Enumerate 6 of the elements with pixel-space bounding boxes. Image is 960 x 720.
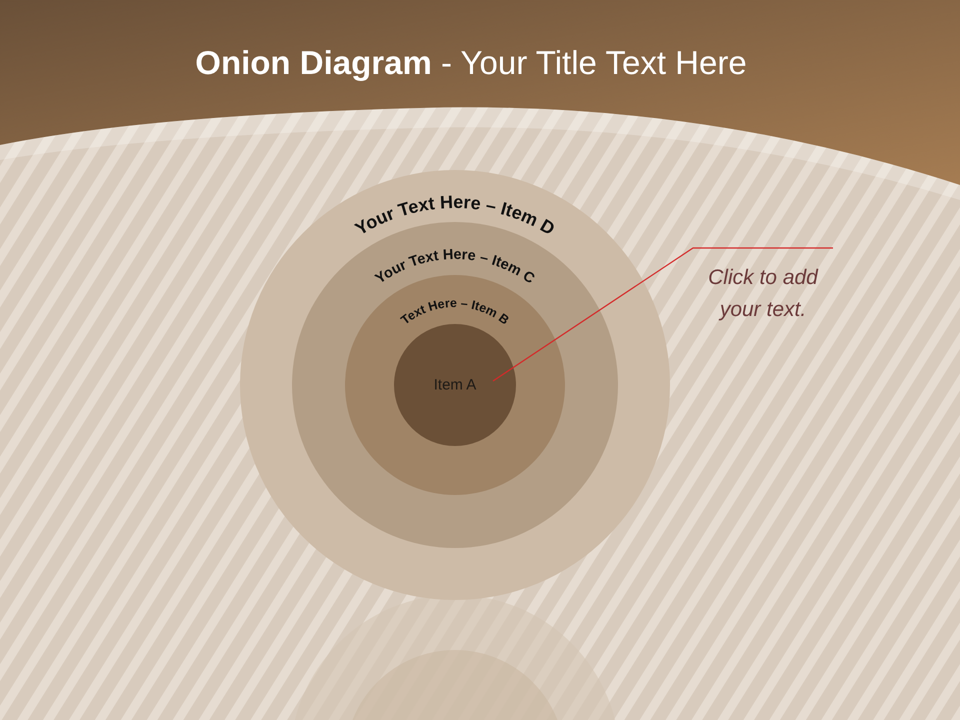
title: Onion Diagram - Your Title Text Here — [194, 44, 748, 82]
leader-line — [492, 247, 833, 382]
ring-label: Your Text Here – Item D — [352, 192, 558, 240]
ring-label: Text Here – Item B — [398, 296, 512, 328]
ring-label: Item A — [434, 376, 476, 394]
callout-text: Click to add your text. — [688, 248, 838, 326]
